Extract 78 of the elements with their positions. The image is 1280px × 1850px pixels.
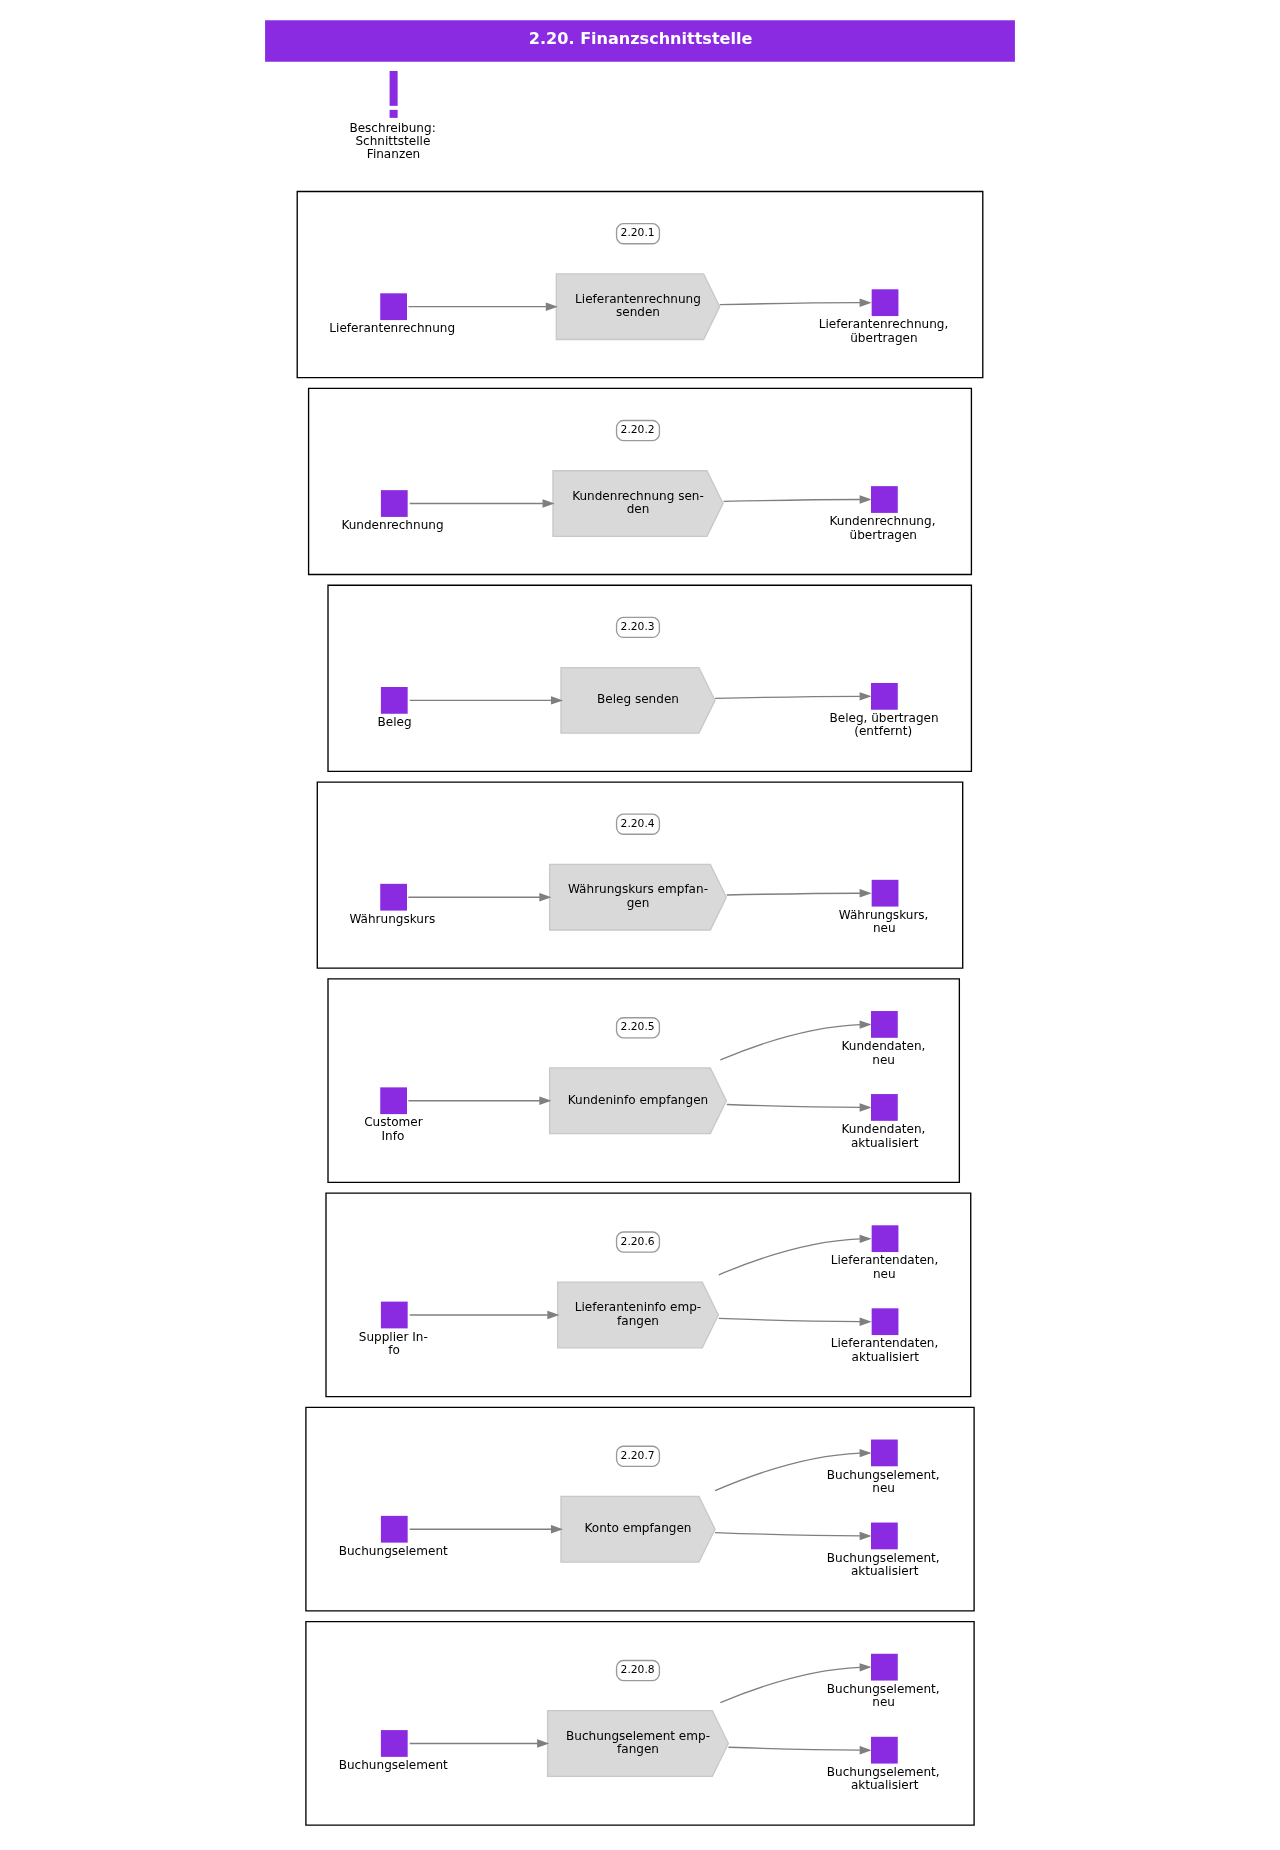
node-label: Kundendaten, neu — [841, 1039, 926, 1067]
node-label: Beleg, übertragen (entfernt) — [829, 711, 939, 739]
arrow — [718, 1317, 872, 1326]
node-box — [380, 1087, 407, 1115]
arrow — [726, 1103, 872, 1112]
arrow — [718, 1234, 872, 1276]
node-label: Kundendaten, aktualisiert — [841, 1122, 926, 1150]
arrow — [719, 1663, 872, 1704]
arrow — [714, 1448, 872, 1492]
node-label: Buchungselement — [338, 1543, 448, 1558]
node-box — [871, 486, 898, 513]
arrow — [722, 495, 872, 504]
node-label: Lieferantenrechnung — [329, 321, 456, 336]
node-box — [380, 687, 408, 714]
node-box — [871, 1094, 898, 1121]
arrow — [407, 302, 558, 311]
node-box — [871, 1011, 898, 1038]
node-label: Buchungselement, neu — [826, 1681, 940, 1710]
node-label: Währungskurs — [349, 911, 436, 926]
node-box — [380, 293, 407, 321]
arrow — [714, 1531, 872, 1541]
node-box — [871, 1522, 898, 1550]
node-label: 2.20.6 — [620, 1234, 655, 1248]
node-box — [871, 1653, 898, 1681]
node-box — [871, 1736, 898, 1764]
arrow — [719, 298, 872, 307]
node-label: Beleg — [377, 715, 412, 730]
node-label: Buchungselement, aktualisiert — [826, 1550, 940, 1579]
cluster — [327, 584, 973, 772]
node-label: Buchungselement, neu — [826, 1467, 940, 1496]
cluster — [325, 1192, 972, 1398]
arrow — [407, 893, 552, 902]
node-label: 2.20.7 — [620, 1448, 655, 1462]
arrow — [727, 1745, 872, 1755]
diagram-title: 2.20. Finanzschnittstelle — [528, 28, 753, 48]
node-box — [871, 1308, 899, 1336]
node-box — [871, 1225, 899, 1253]
node-box — [871, 879, 899, 907]
node-label: 2.20.5 — [620, 1020, 655, 1034]
cluster — [316, 781, 964, 969]
arrow — [719, 1020, 872, 1061]
cluster — [305, 1620, 975, 1826]
arrow — [409, 499, 555, 508]
node-box — [380, 883, 407, 911]
node-label: Lieferantendaten, aktualisiert — [830, 1336, 939, 1364]
arrow — [726, 889, 872, 898]
node-label: Supplier In- fo — [358, 1329, 428, 1358]
cluster — [307, 387, 973, 576]
node-box — [380, 490, 408, 517]
arrow — [409, 696, 564, 705]
node-box — [871, 1439, 898, 1467]
arrow — [409, 1739, 550, 1748]
node-box — [380, 1301, 408, 1329]
node-label: Buchungselement — [338, 1758, 448, 1773]
arrow — [409, 1525, 564, 1534]
node-label: 2.20.8 — [620, 1663, 655, 1677]
node-label: Customer Info — [364, 1115, 423, 1143]
node-label: Buchungselement, aktualisiert — [826, 1764, 940, 1793]
node-box — [380, 1515, 408, 1543]
node-label: Lieferantenrechnung, übertragen — [818, 317, 949, 345]
cluster — [327, 978, 961, 1184]
cluster — [296, 190, 984, 379]
node-label: Lieferantendaten, neu — [830, 1253, 939, 1281]
node-label: 2.20.3 — [620, 619, 655, 633]
arrow — [714, 692, 872, 701]
cluster — [305, 1406, 975, 1612]
node-label: Kundenrechnung, übertragen — [829, 514, 936, 542]
arrow — [409, 1310, 560, 1320]
node-label: 2.20.2 — [620, 423, 655, 437]
node-box — [871, 289, 899, 317]
node-box — [380, 1730, 408, 1757]
node-label: Kundenrechnung — [341, 518, 444, 533]
node-box — [871, 682, 898, 710]
arrow — [407, 1096, 552, 1105]
node-label: 2.20.1 — [620, 226, 655, 240]
node-label: 2.20.4 — [620, 816, 655, 830]
node-label: Beschreibung: Schnittstelle Finanzen — [349, 120, 436, 162]
node-label: Währungskurs, neu — [838, 907, 929, 936]
